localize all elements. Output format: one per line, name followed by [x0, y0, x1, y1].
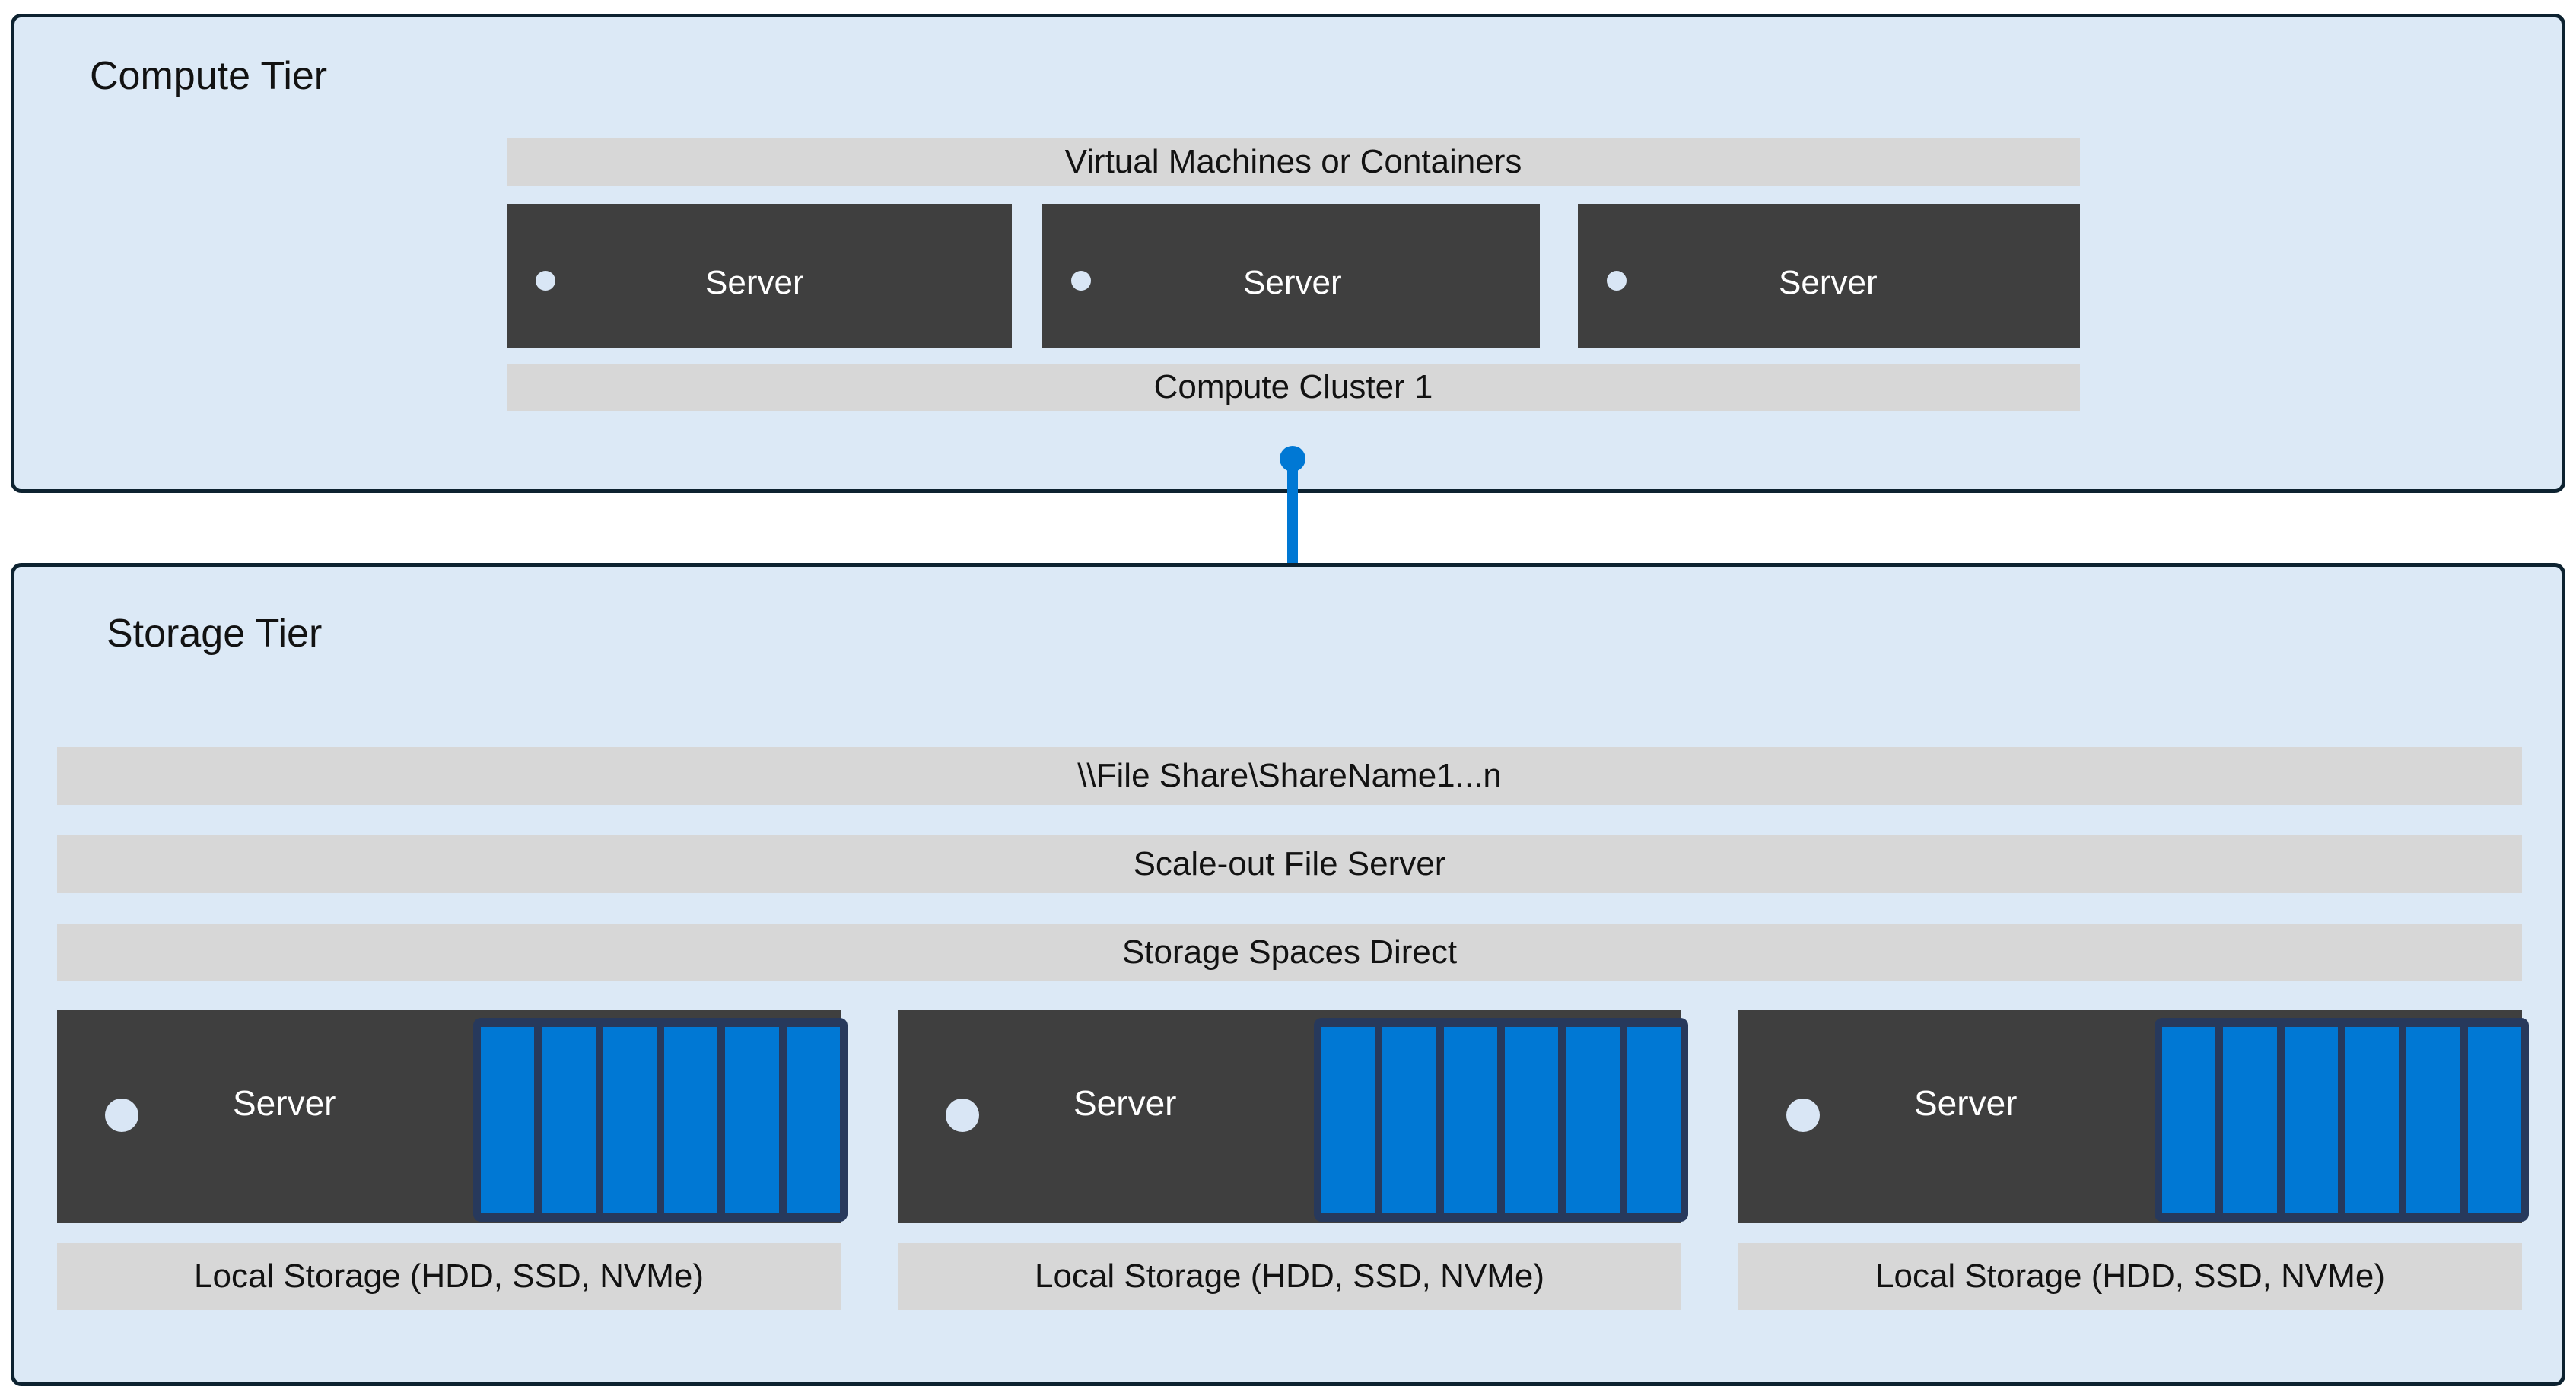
status-dot-icon	[105, 1099, 138, 1132]
disk-icon	[2406, 1027, 2460, 1213]
disk-icon	[1566, 1027, 1620, 1213]
compute-server-1-label: Server	[705, 264, 804, 301]
storage-tier-title: Storage Tier	[107, 612, 323, 656]
compute-server-1	[507, 204, 1012, 348]
disk-array-3	[2155, 1018, 2529, 1222]
connector-endpoint-dot-icon	[1280, 446, 1305, 472]
status-dot-icon	[946, 1099, 979, 1132]
disk-icon	[1504, 1027, 1559, 1213]
disk-icon	[663, 1027, 718, 1213]
disk-icon	[786, 1027, 840, 1213]
status-dot-icon	[1071, 271, 1091, 291]
compute-tier-title: Compute Tier	[90, 54, 328, 98]
disk-icon	[1382, 1027, 1436, 1213]
disk-icon	[2467, 1027, 2521, 1213]
compute-server-3	[1578, 204, 2080, 348]
file-share-bar: \\File Share\ShareName1...n	[57, 747, 2522, 805]
disk-icon	[1627, 1027, 1681, 1213]
storage-server-1-label: Server	[233, 1083, 336, 1123]
disk-icon	[542, 1027, 596, 1213]
disk-array-2	[1314, 1018, 1688, 1222]
disk-icon	[2223, 1027, 2277, 1213]
disk-icon	[603, 1027, 657, 1213]
compute-server-3-label: Server	[1779, 264, 1878, 301]
disk-icon	[725, 1027, 779, 1213]
disk-icon	[1443, 1027, 1497, 1213]
compute-cluster-bar: Compute Cluster 1	[507, 364, 2080, 411]
disk-icon	[2162, 1027, 2216, 1213]
compute-server-2-label: Server	[1243, 264, 1342, 301]
scale-out-file-server-bar: Scale-out File Server	[57, 835, 2522, 893]
storage-server-3-label: Server	[1914, 1083, 2018, 1123]
local-storage-label-2: Local Storage (HDD, SSD, NVMe)	[898, 1243, 1681, 1310]
status-dot-icon	[536, 271, 555, 291]
storage-server-2-label: Server	[1073, 1083, 1177, 1123]
disk-icon	[1321, 1027, 1375, 1213]
disk-icon	[2284, 1027, 2338, 1213]
status-dot-icon	[1786, 1099, 1820, 1132]
disk-array-1	[473, 1018, 848, 1222]
compute-server-2	[1042, 204, 1540, 348]
status-dot-icon	[1607, 271, 1627, 291]
disk-icon	[2345, 1027, 2399, 1213]
local-storage-label-1: Local Storage (HDD, SSD, NVMe)	[57, 1243, 841, 1310]
disk-icon	[481, 1027, 535, 1213]
storage-spaces-direct-bar: Storage Spaces Direct	[57, 924, 2522, 981]
local-storage-label-3: Local Storage (HDD, SSD, NVMe)	[1738, 1243, 2522, 1310]
virtual-machines-bar: Virtual Machines or Containers	[507, 138, 2080, 186]
